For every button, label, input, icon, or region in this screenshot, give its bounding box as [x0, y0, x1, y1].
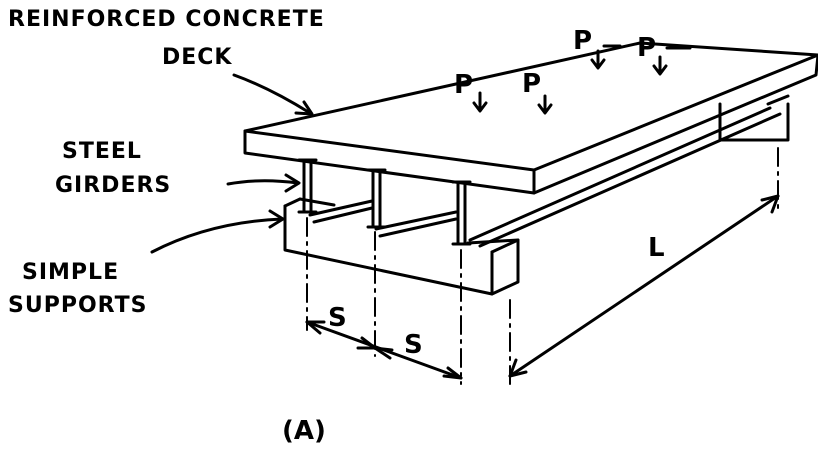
load-label-2: P: [522, 69, 541, 99]
load-label-3: P: [573, 26, 592, 56]
span-label: L: [648, 233, 665, 263]
cross-brace-2: [312, 206, 374, 224]
steel-girder-1: [297, 158, 318, 214]
spacing-label-1: S: [328, 303, 347, 333]
far-girder-line-2: [478, 112, 782, 248]
girders-label-line1: STEEL: [62, 139, 142, 164]
steel-girder-3: [451, 180, 472, 246]
load-arrow-4: [652, 55, 668, 76]
load-arrow-3: [590, 49, 606, 70]
load-label-1: P: [454, 70, 473, 100]
supports-leader-arrow: [150, 209, 285, 254]
far-support-block: [718, 94, 790, 142]
girders-leader-arrow: [226, 173, 301, 193]
deck-label-line2: DECK: [162, 45, 232, 70]
cross-brace-1: [308, 199, 374, 217]
deck-leader-arrow: [232, 73, 314, 116]
load-label-4: P: [637, 33, 656, 63]
near-support-block: [283, 197, 520, 296]
steel-girder-2: [366, 168, 387, 229]
cross-brace-4: [378, 217, 458, 238]
figure-caption: (A): [282, 416, 326, 446]
span-dimension: [508, 194, 780, 378]
deck-label-line1: REINFORCED CONCRETE: [8, 7, 325, 32]
supports-label-line2: SUPPORTS: [8, 293, 147, 318]
concrete-deck: [243, 41, 818, 195]
load-arrow-2: [537, 94, 553, 115]
load-arrow-1: [472, 91, 488, 113]
far-girder-line: [468, 106, 772, 242]
spacing-dimension: [305, 320, 463, 380]
spacing-label-2: S: [404, 330, 423, 360]
supports-label-line1: SIMPLE: [22, 260, 119, 285]
girders-label-line2: GIRDERS: [55, 173, 171, 198]
cross-brace-3: [374, 210, 458, 231]
